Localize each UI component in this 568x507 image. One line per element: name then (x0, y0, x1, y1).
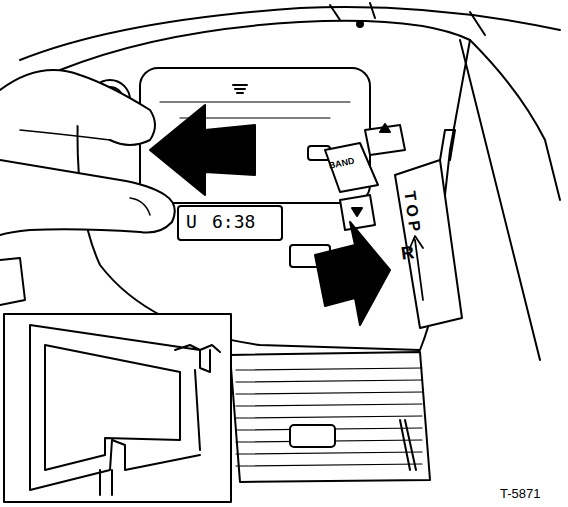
vent-tab (290, 425, 335, 447)
vent-slat (236, 404, 422, 406)
down-button (340, 195, 375, 230)
dash-detail (330, 3, 485, 35)
vent-slat (236, 380, 422, 382)
left-vent (0, 258, 25, 305)
vent-slat (236, 368, 422, 370)
vent-slat (236, 416, 422, 418)
radio-panel (140, 68, 370, 203)
hand-creases (20, 130, 150, 215)
down-arrow (352, 208, 362, 216)
up-arrow (380, 124, 390, 132)
clock-display (178, 206, 282, 240)
inset-frame (4, 314, 231, 502)
removal-tool (395, 160, 462, 328)
figure-number: T-5871 (500, 487, 540, 500)
air-vent (230, 352, 430, 482)
eject-mark (233, 85, 247, 93)
dash-dot (357, 21, 363, 27)
tool-marking: R (400, 243, 415, 263)
hand (0, 70, 175, 235)
tool-hook (440, 130, 455, 160)
push-arrow (150, 105, 255, 195)
display-text: U (186, 213, 197, 231)
dashboard-edge (20, 7, 560, 60)
dash-side (460, 40, 560, 360)
vent-slat (236, 392, 422, 394)
display-text: 6:38 (212, 213, 255, 231)
inset-clip (30, 325, 210, 490)
inset-tool (100, 345, 220, 495)
up-button (365, 125, 405, 155)
vent-slat (236, 452, 422, 454)
panel-lines (160, 102, 350, 118)
vent-wheel (400, 420, 416, 470)
vent-slat (236, 464, 422, 466)
insert-arrow (315, 222, 390, 325)
